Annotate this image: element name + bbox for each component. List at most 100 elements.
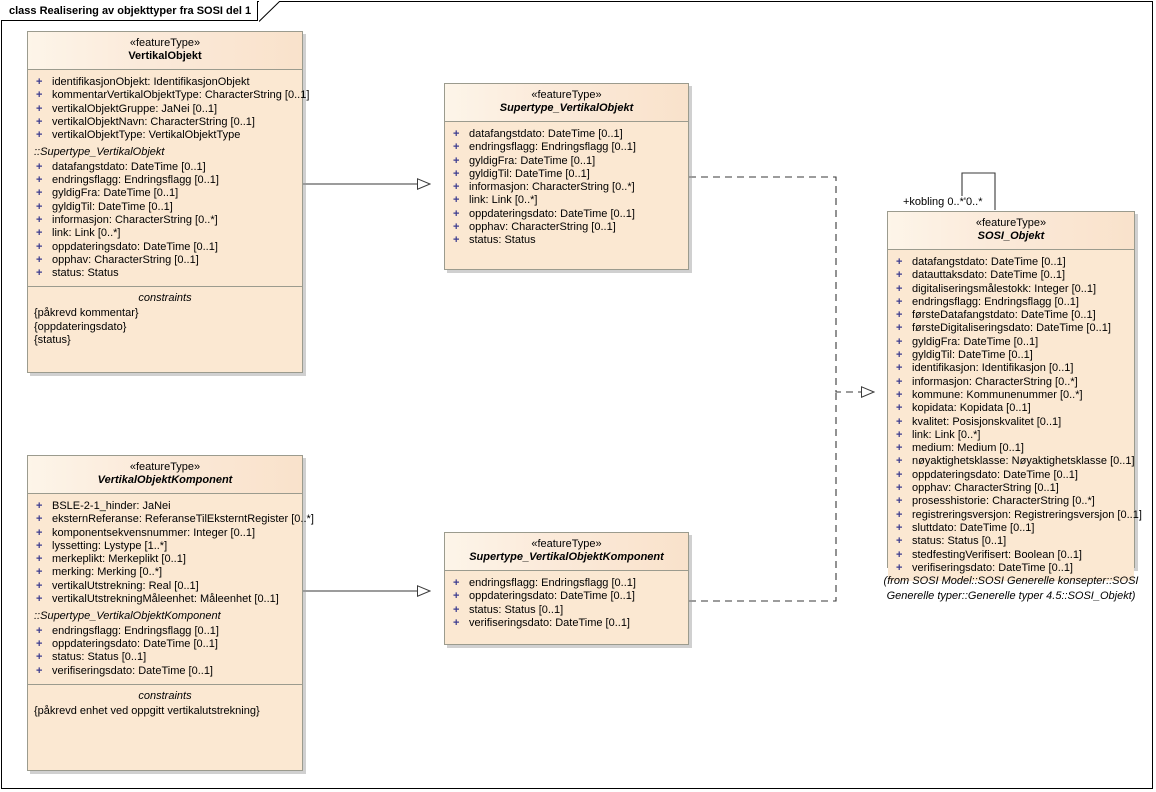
visibility-marker: + [36,200,43,213]
class-attribute: + lyssetting: Lystype [1..*] [28,540,302,553]
class-attribute: +endringsflagg: Endringsflagg [0..1] [888,296,1134,309]
class-name: VertikalObjektKomponent [97,474,233,486]
visibility-marker: + [896,468,903,481]
visibility-marker: + [896,455,903,468]
attribute-text: vertikalObjektGruppe: JaNei [0..1] [52,102,218,115]
visibility-marker: + [36,227,43,240]
class-attribute: +kommune: Kommunenummer [0..*] [888,389,1134,402]
visibility-marker: + [896,282,903,295]
visibility-marker: + [896,415,903,428]
class-attribute: + gyldigTil: DateTime [0..1] [28,201,302,214]
visibility-marker: + [453,141,460,154]
class-header: «featureType» VertikalObjekt [28,32,302,70]
attribute-text: endringsflagg: Endringsflagg [0..1] [52,174,219,187]
class-attribute: +nøyaktighetsklasse: Nøyaktighetsklasse … [888,455,1135,468]
visibility-marker: + [36,513,43,526]
attribute-text: link: Link [0..*] [469,194,538,207]
attribute-text: oppdateringsdato: DateTime [0..1] [469,590,635,603]
visibility-marker: + [36,115,43,128]
attribute-text: oppdateringsdato: DateTime [0..1] [52,637,218,650]
class-attribute: +status: Status [28,267,302,280]
visibility-marker: + [896,322,903,335]
attribute-text: lyssetting: Lystype [1..*] [52,539,168,552]
attribute-text: datafangstdato: DateTime [0..1] [52,160,206,173]
attribute-text: gyldigTil: DateTime [0..1] [912,349,1033,362]
class-name: Supertype_VertikalObjektKomponent [469,551,664,563]
association-target-multiplicity: '0..* [963,196,983,208]
class-attribute: +datafangstdato: DateTime [0..1] [888,256,1134,269]
class-attribute: +opphav: CharacterString [0..1] [28,254,302,267]
visibility-marker: + [36,579,43,592]
attribute-text: opphav: CharacterString [0..1] [52,253,199,266]
visibility-marker: + [36,651,43,664]
visibility-marker: + [36,267,43,280]
visibility-marker: + [453,167,460,180]
visibility-marker: + [36,102,43,115]
class-attribute: +verifiseringsdato: DateTime [0..1] [28,665,302,678]
visibility-marker: + [453,590,460,603]
class-attribute: + datafangstdato: DateTime [0..1] [28,161,302,174]
attribute-text: status: Status [0..1] [52,651,147,664]
attribute-text: identifikasjonObjekt: IdentifikasjonObje… [52,76,250,88]
class-box-supertype-vertikalobjektkomponent[interactable]: «featureType» Supertype_VertikalObjektKo… [444,532,689,645]
class-attribute: +digitaliseringsmålestokk: Integer [0..1… [888,283,1134,296]
class-attribute: +kvalitet: Posisjonskvalitet [0..1] [888,416,1134,429]
class-constraints: constraints {påkrevd enhet ved oppgitt v… [28,683,302,723]
visibility-marker: + [896,375,903,388]
visibility-marker: + [36,89,43,102]
class-attribute: +opphav: CharacterString [0..1] [888,482,1134,495]
visibility-marker: + [896,495,903,508]
class-attribute: +verifiseringsdato: DateTime [0..1] [888,562,1134,575]
visibility-marker: + [453,194,460,207]
attribute-text: gyldigTil: DateTime [0..1] [469,167,590,180]
visibility-marker: + [453,154,460,167]
visibility-marker: + [36,213,43,226]
visibility-marker: + [36,160,43,173]
class-header: «featureType» SOSI_Objekt [888,212,1134,250]
class-attribute: +registreringsversjon: Registreringsvers… [888,509,1142,522]
attribute-text: opphav: CharacterString [0..1] [912,482,1059,495]
class-attribute: +informasjon: CharacterString [0..*] [888,376,1134,389]
class-attribute: + gyldigTil: DateTime [0..1] [445,168,688,181]
visibility-marker: + [36,500,43,512]
attribute-text: verifiseringsdato: DateTime [0..1] [52,664,213,677]
class-attribute: +identifikasjon: Identifikasjon [0..1] [888,362,1134,375]
attribute-text: medium: Medium [0..1] [912,442,1024,455]
class-attribute: +oppdateringsdato: DateTime [0..1] [28,638,302,651]
visibility-marker: + [36,553,43,566]
attribute-text: merkeplikt: Merkeplikt [0..1] [52,553,186,566]
class-attribute: +informasjon: CharacterString [0..*] [28,214,302,227]
class-name: VertikalObjekt [128,50,202,62]
visibility-marker: + [453,128,460,140]
visibility-marker: + [453,207,460,220]
attribute-text: førsteDigitaliseringsdato: DateTime [0..… [912,322,1111,335]
class-header: «featureType» VertikalObjektKomponent [28,456,302,494]
class-box-sosi-objekt[interactable]: «featureType» SOSI_Objekt +datafangstdat… [887,211,1142,582]
class-attribute: + førsteDigitaliseringsdato: DateTime [0.… [888,322,1134,335]
class-attribute: +verifiseringsdato: DateTime [0..1] [445,617,688,630]
visibility-marker: + [453,221,460,234]
visibility-marker: + [896,256,903,268]
visibility-marker: + [36,187,43,200]
class-attribute: + vertikalUtstrekning: Real [0..1] [28,580,302,593]
attribute-text: sluttdato: DateTime [0..1] [912,521,1035,534]
class-box-supertype-vertikalobjekt[interactable]: «featureType» Supertype_VertikalObjekt +… [444,83,689,270]
class-attribute: +status: Status [0..1] [445,604,688,617]
attribute-text: gyldigTil: DateTime [0..1] [52,200,173,213]
class-box-vertikalobjektkomponent[interactable]: «featureType» VertikalObjektKomponent +B… [27,455,314,771]
class-attribute: +førsteDatafangstdato: DateTime [0..1] [888,309,1134,322]
class-attribute: +prosesshistorie: CharacterString [0..*] [888,495,1134,508]
class-attribute: +BSLE-2-1_hinder: JaNei [28,500,302,513]
attribute-text: oppdateringsdato: DateTime [0..1] [912,468,1078,481]
class-attribute: +medium: Medium [0..1] [888,442,1134,455]
attribute-text: komponentsekvensnummer: Integer [0..1] [52,526,255,539]
visibility-marker: + [896,362,903,375]
attribute-text: datauttaksdato: DateTime [0..1] [912,269,1066,282]
association-role-text: +kobling 0..* [903,196,964,208]
visibility-marker: + [36,526,43,539]
class-attribute: +stedfestingVerifisert: Boolean [0..1] [888,549,1134,562]
visibility-marker: + [36,539,43,552]
attribute-text: vertikalUtstrekning: Real [0..1] [52,579,199,592]
class-box-vertikalobjekt[interactable]: «featureType» VertikalObjekt + identifika… [27,31,309,373]
